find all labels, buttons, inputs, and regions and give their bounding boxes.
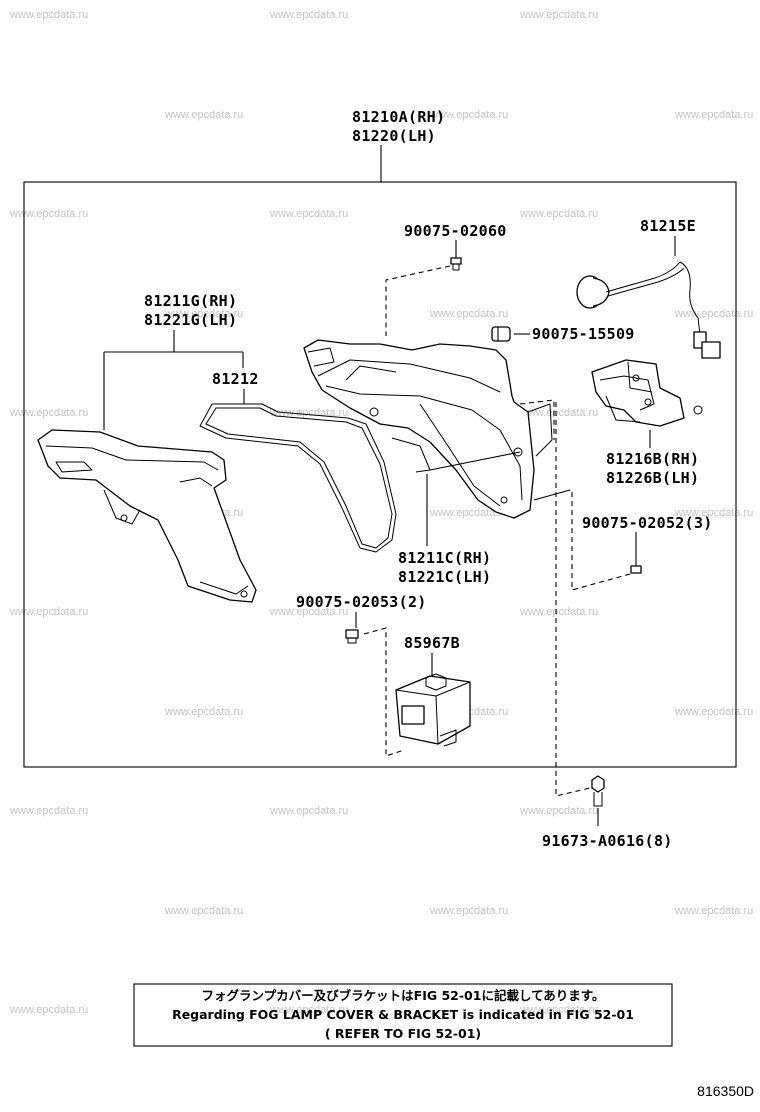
watermark-text: www.epcdata.ru: [674, 308, 753, 320]
watermark-text: www.epcdata.ru: [9, 805, 88, 817]
watermark-text: www.epcdata.ru: [429, 109, 508, 121]
label-assembly-lh[interactable]: 81220(LH): [352, 127, 436, 145]
watermark-text: www.epcdata.ru: [9, 606, 88, 618]
assembly-frame: [23, 181, 737, 768]
dash-screw-top: [385, 265, 451, 336]
watermark-text: www.epcdata.ru: [519, 208, 598, 220]
watermark-text: www.epcdata.ru: [519, 1004, 598, 1016]
label-cover-lh[interactable]: 81221G(LH): [144, 311, 237, 329]
module-icon: [395, 673, 471, 747]
cover-icon: [37, 429, 257, 603]
housing-icon: [303, 339, 553, 519]
label-module[interactable]: 85967B: [404, 634, 460, 652]
label-socket-wire[interactable]: 81215E: [640, 217, 696, 235]
dash-screw-left: [363, 627, 405, 757]
watermark-text: www.epcdata.ru: [164, 706, 243, 718]
label-screw-top[interactable]: 90075-02060: [404, 222, 507, 240]
bolt-icon: [591, 775, 605, 807]
watermark-text: www.epcdata.ru: [674, 905, 753, 917]
watermark-text: www.epcdata.ru: [674, 507, 753, 519]
watermark-text: www.epcdata.ru: [674, 706, 753, 718]
watermark-text: www.epcdata.ru: [164, 308, 243, 320]
label-gasket[interactable]: 81212: [212, 370, 259, 388]
watermark-text: www.epcdata.ru: [269, 606, 348, 618]
watermark-text: www.epcdata.ru: [269, 9, 348, 21]
note-line-en: Regarding FOG LAMP COVER & BRACKET is in…: [172, 1007, 634, 1022]
label-screw-left[interactable]: 90075-02053(2): [296, 593, 427, 611]
watermark-text: www.epcdata.ru: [519, 9, 598, 21]
leader-housing-detail: [429, 451, 571, 501]
watermark-text: www.epcdata.ru: [429, 507, 508, 519]
screw-top-icon: [450, 257, 462, 271]
watermark-text: www.epcdata.ru: [519, 606, 598, 618]
leader-cover: [103, 330, 244, 430]
watermark-text: www.epcdata.ru: [9, 9, 88, 21]
watermark-text: www.epcdata.ru: [429, 905, 508, 917]
label-screw-bracket[interactable]: 90075-02052(3): [582, 514, 713, 532]
watermark-text: www.epcdata.ru: [164, 905, 243, 917]
watermark-text: www.epcdata.ru: [519, 805, 598, 817]
watermark-text: www.epcdata.ru: [269, 805, 348, 817]
dash-screw-bracket: [571, 488, 631, 591]
label-bolt[interactable]: 91673-A0616(8): [542, 832, 673, 850]
label-housing-lh[interactable]: 81221C(LH): [398, 568, 491, 586]
watermark-text: www.epcdata.ru: [519, 407, 598, 419]
screw-bracket-icon: [630, 565, 642, 574]
label-bracket-lh[interactable]: 81226B(LH): [606, 469, 699, 487]
watermark-text: www.epcdata.ru: [9, 407, 88, 419]
dash-housing-detail: [519, 399, 555, 440]
watermark-text: www.epcdata.ru: [9, 208, 88, 220]
watermark-text: www.epcdata.ru: [674, 109, 753, 121]
gasket-icon: [199, 403, 397, 553]
socket-wire-icon: [576, 261, 721, 359]
dash-bolt: [555, 402, 591, 797]
label-assembly-rh[interactable]: 81210A(RH): [352, 108, 445, 126]
watermark-text: www.epcdata.ru: [429, 308, 508, 320]
nut-icon: [491, 326, 511, 342]
watermark-text: www.epcdata.ru: [269, 208, 348, 220]
screw-left-icon: [345, 629, 359, 644]
label-bracket-rh[interactable]: 81216B(RH): [606, 450, 699, 468]
label-housing-rh[interactable]: 81211C(RH): [398, 549, 491, 567]
watermark-text: www.epcdata.ru: [164, 109, 243, 121]
note-box: [133, 983, 673, 1047]
note-line-jp: フォグランプカバー及びブラケットはFIG 52-01に記載してあります。: [202, 988, 605, 1003]
figure-id: 816350D: [697, 1083, 754, 1099]
label-cover-rh[interactable]: 81211G(RH): [144, 292, 237, 310]
bracket-icon: [591, 359, 703, 427]
label-nut[interactable]: 90075-15509: [532, 325, 635, 343]
note-line-ref: ( REFER TO FIG 52-01): [325, 1026, 481, 1041]
watermark-text: www.epcdata.ru: [9, 1004, 88, 1016]
watermark-text: www.epcdata.ru: [269, 1004, 348, 1016]
